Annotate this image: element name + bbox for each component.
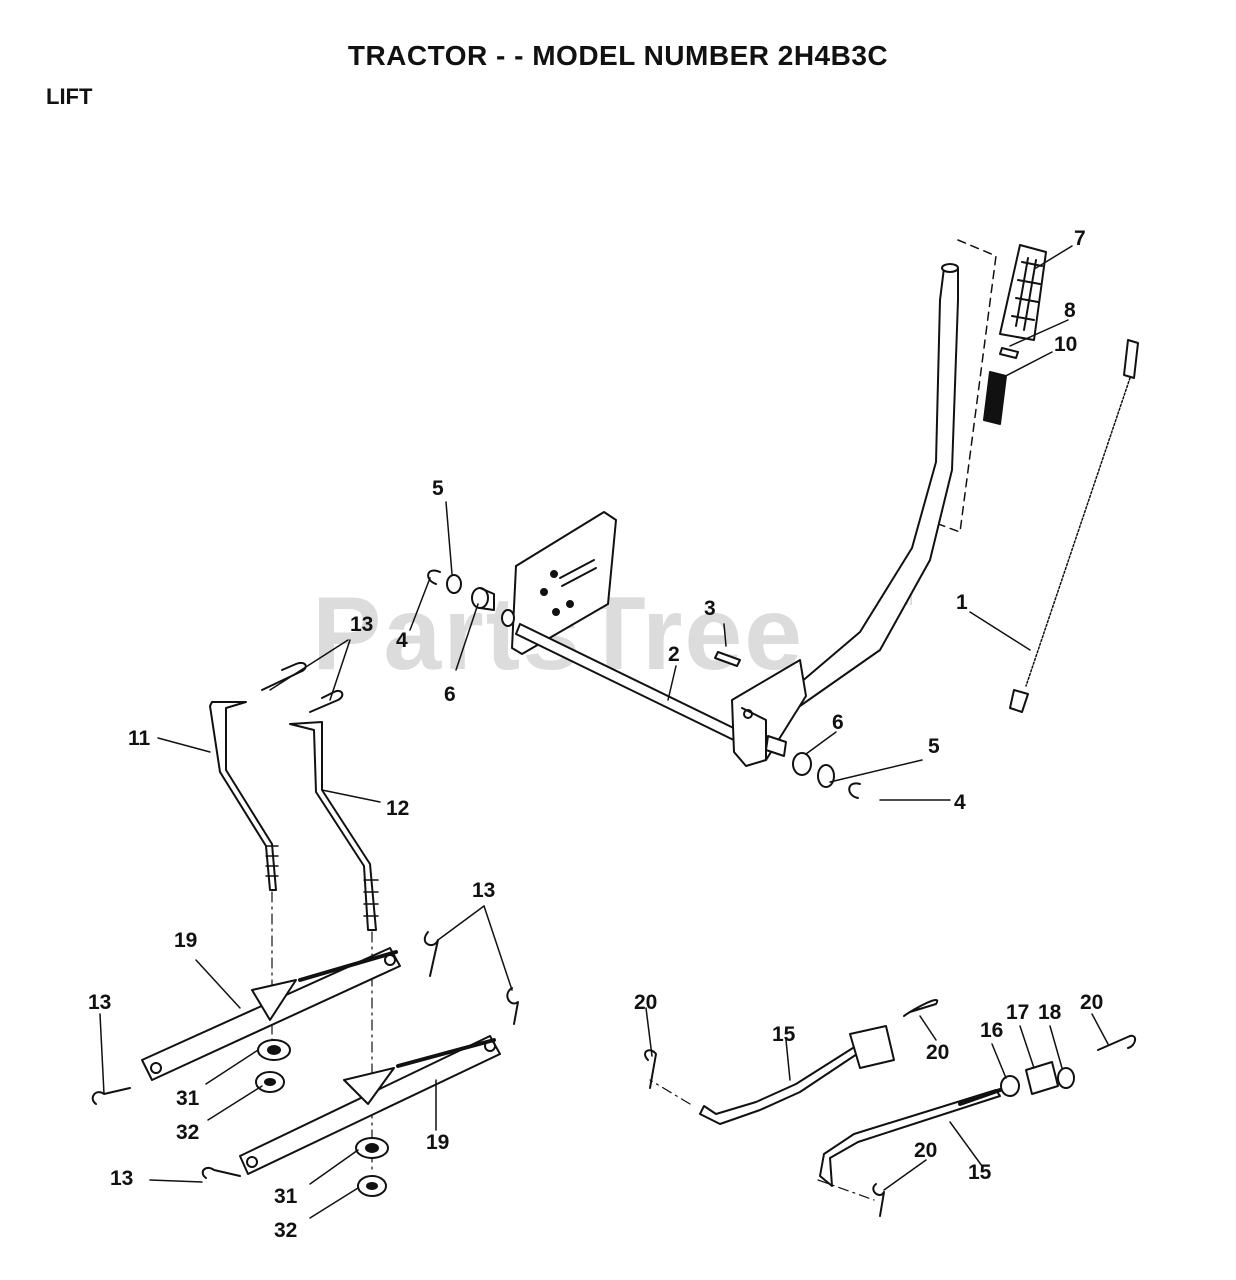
drag-link-part-15-lower — [819, 1088, 1002, 1187]
callout-11: 11 — [128, 727, 151, 750]
lift-link-part-11 — [209, 701, 279, 891]
cotter-pin-part-20-a — [644, 1049, 657, 1089]
nut-part-32-upper — [255, 1071, 285, 1093]
rod-part-1 — [1009, 339, 1139, 713]
bracket-plate — [511, 511, 617, 655]
callout-15-lower: 15 — [968, 1161, 992, 1184]
hairpin-part-13-a — [261, 662, 307, 691]
section-label: LIFT — [46, 84, 93, 109]
callout-10: 10 — [1054, 333, 1078, 356]
lift-handle — [779, 263, 959, 707]
callout-31-upper: 31 — [176, 1087, 200, 1110]
cotter-pin-part-20-c — [1097, 1034, 1136, 1051]
block-part-17 — [1025, 1061, 1059, 1095]
shaft-end-left — [501, 609, 515, 627]
nut-part-18 — [1057, 1067, 1075, 1089]
leader-lines — [99, 245, 1109, 1219]
callout-6-left: 6 — [444, 683, 456, 706]
lift-link-part-12 — [289, 721, 379, 931]
lift-arm-part-19-upper — [141, 947, 401, 1081]
callout-19-lower: 19 — [426, 1131, 450, 1154]
nut-part-16 — [1000, 1075, 1020, 1097]
handle-dashed-outline — [921, 239, 997, 533]
washer-part-5-right — [817, 764, 835, 788]
nut-part-32-lower — [357, 1175, 387, 1197]
hairpin-part-13-d — [506, 987, 519, 1025]
bushing-part-31-upper — [257, 1039, 291, 1061]
lift-arm-part-19-lower — [239, 1035, 501, 1175]
grip-part-7 — [999, 244, 1047, 341]
callout-13-bottom: 13 — [110, 1167, 134, 1190]
cotter-pin-part-20-b — [903, 998, 939, 1017]
callout-20-bottom: 20 — [914, 1139, 938, 1162]
callout-13-left: 13 — [88, 991, 112, 1014]
drag-link-part-15-upper — [699, 1025, 895, 1125]
hairpin-part-13-e — [91, 1087, 131, 1105]
callout-2: 2 — [668, 643, 680, 666]
callout-1: 1 — [956, 591, 968, 614]
hairpin-part-13-f — [201, 1166, 241, 1179]
callout-5-right: 5 — [928, 735, 940, 758]
callout-4-right: 4 — [954, 791, 966, 814]
callout-6-right: 6 — [832, 711, 844, 734]
callout-16: 16 — [980, 1019, 1004, 1042]
handle-base — [731, 659, 807, 767]
bushing-part-6-right — [792, 752, 812, 776]
callout-17: 17 — [1006, 1001, 1030, 1024]
callout-7: 7 — [1074, 227, 1086, 250]
callout-13-mid: 13 — [472, 879, 496, 902]
callout-15-upper: 15 — [772, 1023, 796, 1046]
callout-20-right: 20 — [1080, 991, 1104, 1014]
washer-part-5-left — [446, 574, 462, 594]
callout-31-lower: 31 — [274, 1185, 298, 1208]
washer-part-8 — [999, 347, 1019, 359]
hairpin-part-13-b — [309, 690, 344, 713]
centerlines — [271, 891, 875, 1201]
bushing-part-31-lower — [355, 1137, 389, 1159]
callout-18: 18 — [1038, 1001, 1062, 1024]
spring-part-10 — [983, 371, 1007, 425]
callout-32-lower: 32 — [274, 1219, 298, 1242]
callout-20-left: 20 — [634, 991, 658, 1014]
callout-3: 3 — [704, 597, 716, 620]
callout-13-top: 13 — [350, 613, 374, 636]
callout-4-left: 4 — [396, 629, 408, 652]
bushing-right — [765, 735, 787, 757]
callout-20-mid: 20 — [926, 1041, 950, 1064]
callout-12: 12 — [386, 797, 410, 820]
bushing-part-6-left — [471, 587, 495, 611]
key-part-3 — [714, 651, 741, 667]
callout-5-left: 5 — [432, 477, 444, 500]
page-title: TRACTOR - - MODEL NUMBER 2H4B3C — [347, 40, 889, 71]
cotter-pin-part-20-d — [872, 1183, 885, 1217]
callout-8: 8 — [1064, 299, 1076, 322]
callout-19-upper: 19 — [174, 929, 198, 952]
callout-32-upper: 32 — [176, 1121, 200, 1144]
hairpin-part-13-c — [423, 931, 439, 977]
clip-part-4-left — [427, 569, 441, 585]
shaft-part-2 — [515, 623, 751, 747]
clip-part-4-right — [848, 782, 861, 799]
